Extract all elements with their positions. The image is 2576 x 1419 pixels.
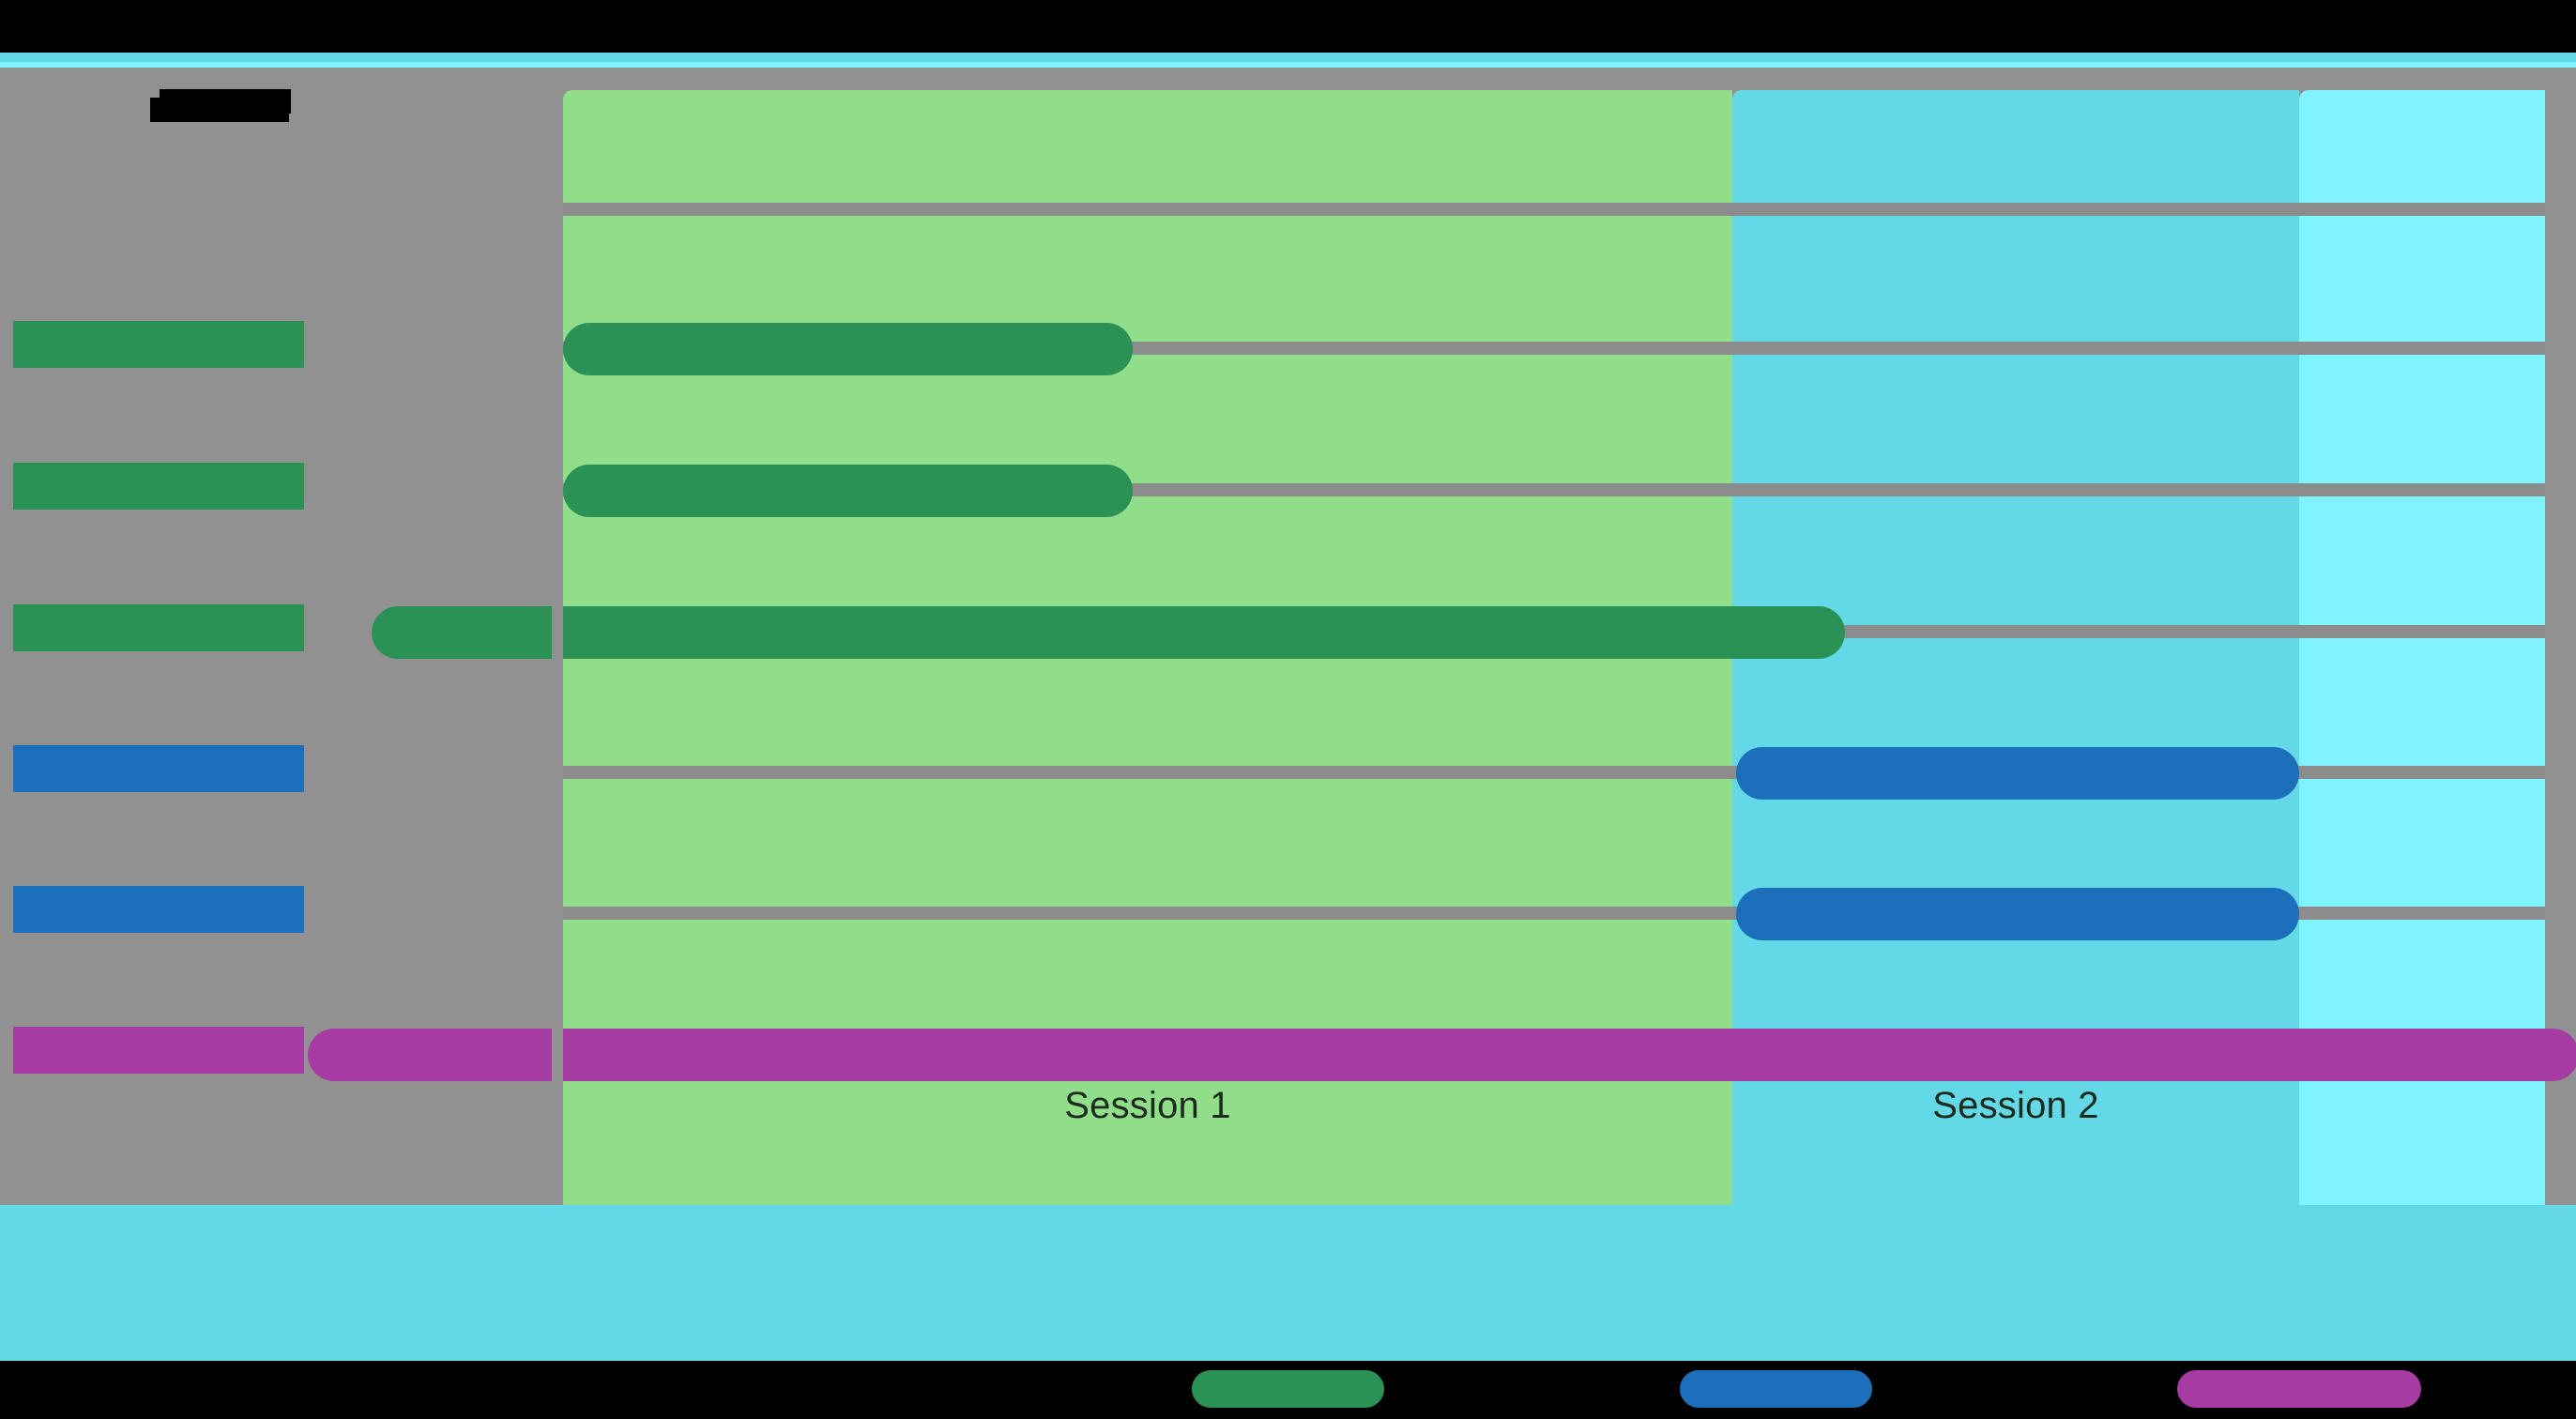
right-gutter xyxy=(2545,68,2576,1119)
timeline-bar-6[interactable] xyxy=(308,1029,2576,1081)
legend-swatch-dataset-c[interactable] xyxy=(2177,1370,2421,1408)
row-label-redaction-6[interactable] xyxy=(13,1027,304,1074)
timeline-bar-2[interactable] xyxy=(563,465,1133,517)
row-label-redaction-2[interactable] xyxy=(13,463,304,510)
cyan-divider-lower xyxy=(0,62,2576,68)
timeline-bar-5[interactable] xyxy=(1736,888,2299,940)
row-label-redaction-4[interactable] xyxy=(13,745,304,792)
legend-swatch-dataset-a[interactable] xyxy=(1192,1370,1384,1408)
session-band-3 xyxy=(2299,90,2545,1205)
legend-strip xyxy=(0,1205,2576,1361)
label-column-divider xyxy=(552,68,563,1119)
top-chrome-bar xyxy=(0,0,2576,53)
timeline-plot-area[interactable]: Session 1 Session 2 xyxy=(0,68,2576,1205)
cyan-divider-upper xyxy=(0,53,2576,62)
legend-row xyxy=(0,1361,2576,1419)
row-track-1 xyxy=(563,203,2545,216)
row-label-redaction-3[interactable] xyxy=(13,604,304,651)
timeline-bar-4[interactable] xyxy=(1736,747,2299,800)
row-label-redaction-5[interactable] xyxy=(13,886,304,933)
timeline-bar-3[interactable] xyxy=(372,606,1845,659)
row-label-redaction-1[interactable] xyxy=(13,321,304,368)
session-band-2-label: Session 2 xyxy=(1932,1085,2099,1126)
legend-swatch-dataset-b[interactable] xyxy=(1680,1370,1872,1408)
timeline-bar-1[interactable] xyxy=(563,323,1133,375)
session-band-1-label: Session 1 xyxy=(1064,1085,1231,1126)
chart-title-redaction-2 xyxy=(150,98,289,122)
